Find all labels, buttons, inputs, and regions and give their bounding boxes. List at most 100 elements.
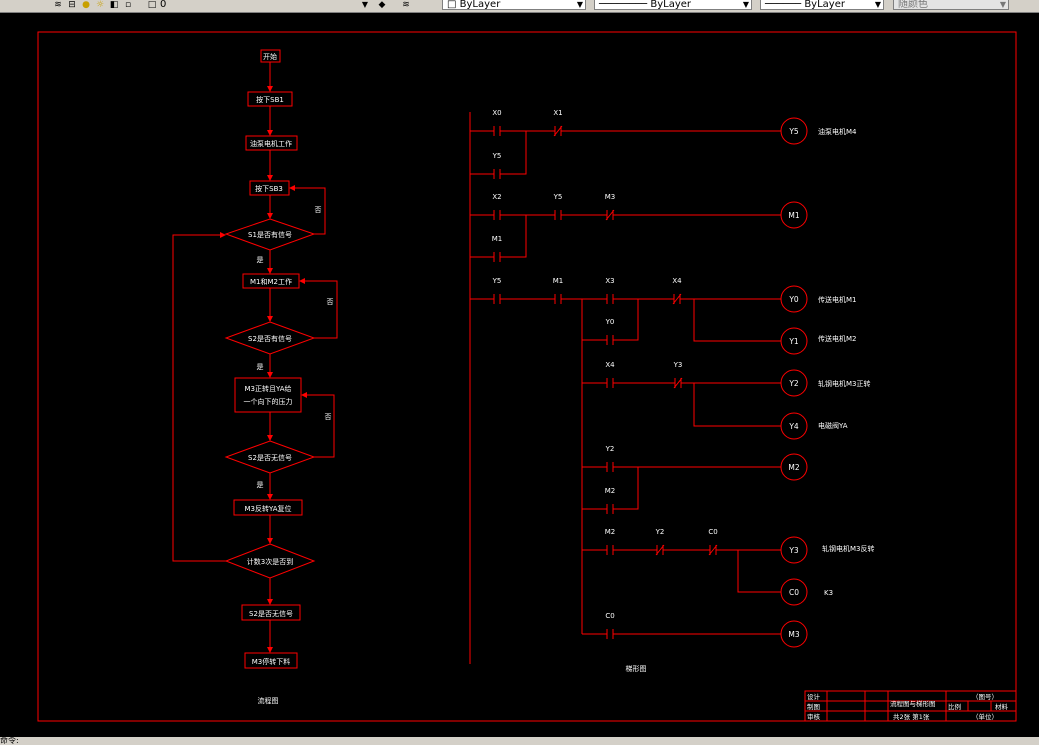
rung-branch xyxy=(582,299,639,341)
bulb-icon[interactable]: ● xyxy=(82,0,90,10)
layer-value: 0 xyxy=(160,0,167,10)
flow-label-no: 否 xyxy=(327,298,334,306)
layer-state-icon[interactable]: ⊟ xyxy=(68,0,76,10)
color-swatch: □ xyxy=(447,0,460,10)
coil-label: Y5 xyxy=(788,127,799,136)
ladder-contact: C0 xyxy=(708,528,718,556)
color-dropdown[interactable]: □ ByLayer ▼ xyxy=(442,0,586,10)
ladder-contact: Y2 xyxy=(655,528,665,556)
properties-toolbar: ≋ ⊟ ● ☼ ◧ ▫ □ 0 ▼ ◆ ≋ □ ByLayer ▼ ──────… xyxy=(0,0,1039,13)
chevron-down-icon[interactable]: ▼ xyxy=(361,0,368,9)
chevron-down-icon[interactable]: ▼ xyxy=(874,0,881,9)
flow-text-m3-reverse: M3反转YA复位 xyxy=(244,504,291,513)
contact-label: M3 xyxy=(605,193,616,201)
flow-label-no: 否 xyxy=(325,413,332,421)
flow-node-s2-none-2 xyxy=(241,604,301,621)
chevron-down-icon[interactable]: ▼ xyxy=(742,0,749,9)
lineweight-dropdown[interactable]: ────── ByLayer ▼ xyxy=(760,0,884,10)
flow-text-s2: S2是否有信号 xyxy=(248,334,292,343)
flow-label-no: 否 xyxy=(315,206,322,214)
ladder-contact: M2 xyxy=(605,487,615,514)
coil-note: 电磁阀YA xyxy=(818,421,848,430)
contact-label: M2 xyxy=(605,528,616,536)
ladder-diagram xyxy=(469,112,781,664)
title-drawing: 制图 xyxy=(807,702,820,711)
make-current-layer-icon[interactable]: ◆ xyxy=(378,0,386,10)
contact-label: X3 xyxy=(605,277,614,285)
contact-label: C0 xyxy=(708,528,717,536)
lock-icon[interactable]: ◧ xyxy=(109,0,119,10)
rung-branch xyxy=(737,550,781,593)
ladder-contact: X1 xyxy=(553,109,563,137)
coil-note: 轧钢电机M3正转 xyxy=(818,379,871,388)
rung-branch xyxy=(693,383,781,427)
lineweight-sample: ────── xyxy=(765,0,805,10)
drawing-border xyxy=(37,31,1017,722)
layer-previous-icon[interactable]: ≋ xyxy=(402,0,410,10)
flow-text-sb1: 按下SB1 xyxy=(256,95,284,104)
contact-label: X1 xyxy=(553,109,562,117)
lineweight-value: ByLayer xyxy=(804,0,845,10)
ladder-contact: C0 xyxy=(605,612,615,639)
ladder-coil: Y3 xyxy=(780,536,808,564)
ladder-coil: Y1 xyxy=(780,327,808,355)
color-swatch-icon: ▫ xyxy=(124,0,132,10)
flow-text-s1: S1是否有信号 xyxy=(248,230,292,239)
flow-text-start: 开始 xyxy=(263,52,277,61)
coil-label: Y4 xyxy=(788,422,799,431)
flow-label-yes: 是 xyxy=(257,481,264,489)
contact-label: M1 xyxy=(553,277,564,285)
coil-label: M3 xyxy=(788,630,799,639)
rung-branch xyxy=(470,131,527,175)
flow-text-pump: 油泵电机工作 xyxy=(250,139,292,148)
contact-label: X0 xyxy=(492,109,501,117)
ladder-coil: Y0 xyxy=(780,285,808,313)
contact-label: Y5 xyxy=(553,193,563,201)
ladder-contact: X3 xyxy=(605,277,615,304)
ladder-contact: Y5 xyxy=(492,277,501,304)
title-drawing-no: （图号） xyxy=(972,693,998,701)
linetype-value: ByLayer xyxy=(650,0,692,10)
flow-text-m1m2: M1和M2工作 xyxy=(250,277,292,286)
rung-branch xyxy=(582,467,639,510)
title-material: 材料 xyxy=(995,702,1009,711)
ladder-contact: Y2 xyxy=(605,445,614,472)
flow-loop-no-s2-none xyxy=(301,392,335,458)
ladder-caption: 梯形图 xyxy=(626,664,647,673)
ladder-contact: X4 xyxy=(672,277,682,305)
coil-note: 轧钢电机M3反转 xyxy=(822,544,875,553)
ladder-contact: Y0 xyxy=(605,318,614,345)
contact-label: Y2 xyxy=(655,528,665,536)
coil-label: C0 xyxy=(789,588,799,597)
title-sheets: 共2张 第1张 xyxy=(893,712,930,721)
sun-icon[interactable]: ☼ xyxy=(95,0,105,10)
chevron-down-icon[interactable]: ▼ xyxy=(576,0,583,9)
contact-label: X4 xyxy=(672,277,682,285)
coil-note: K3 xyxy=(824,589,833,597)
contact-label: X2 xyxy=(492,193,501,201)
flow-loop-count xyxy=(172,232,226,562)
ladder-coil: M1 xyxy=(780,201,808,229)
ladder-coil: Y4 xyxy=(780,412,808,440)
contact-label: Y3 xyxy=(673,361,683,369)
layer-manager-icon[interactable]: ≋ xyxy=(54,0,62,10)
command-prompt: 命令: xyxy=(0,736,19,745)
ladder-contact: Y5 xyxy=(553,193,563,220)
flow-label-yes: 是 xyxy=(257,256,264,264)
ladder-contact: Y3 xyxy=(673,361,683,389)
ladder-coil: Y2 xyxy=(780,369,808,397)
contact-label: X4 xyxy=(605,361,615,369)
plotstyle-dropdown: 随颜色 ▼ xyxy=(893,0,1009,10)
ladder-coil: M2 xyxy=(780,453,808,481)
title-review: 审核 xyxy=(807,712,821,721)
linetype-dropdown[interactable]: ──────── ByLayer ▼ xyxy=(594,0,752,10)
flow-node-m3-forward xyxy=(234,377,302,413)
title-unit: （单位） xyxy=(972,712,998,721)
coil-note: 油泵电机M4 xyxy=(818,127,857,136)
flow-label-yes: 是 xyxy=(257,363,264,371)
flow-loop-no-s1 xyxy=(289,185,326,235)
layer-dropdown[interactable]: 0 ▼ xyxy=(156,0,370,10)
command-line[interactable]: 命令: xyxy=(0,737,1039,745)
